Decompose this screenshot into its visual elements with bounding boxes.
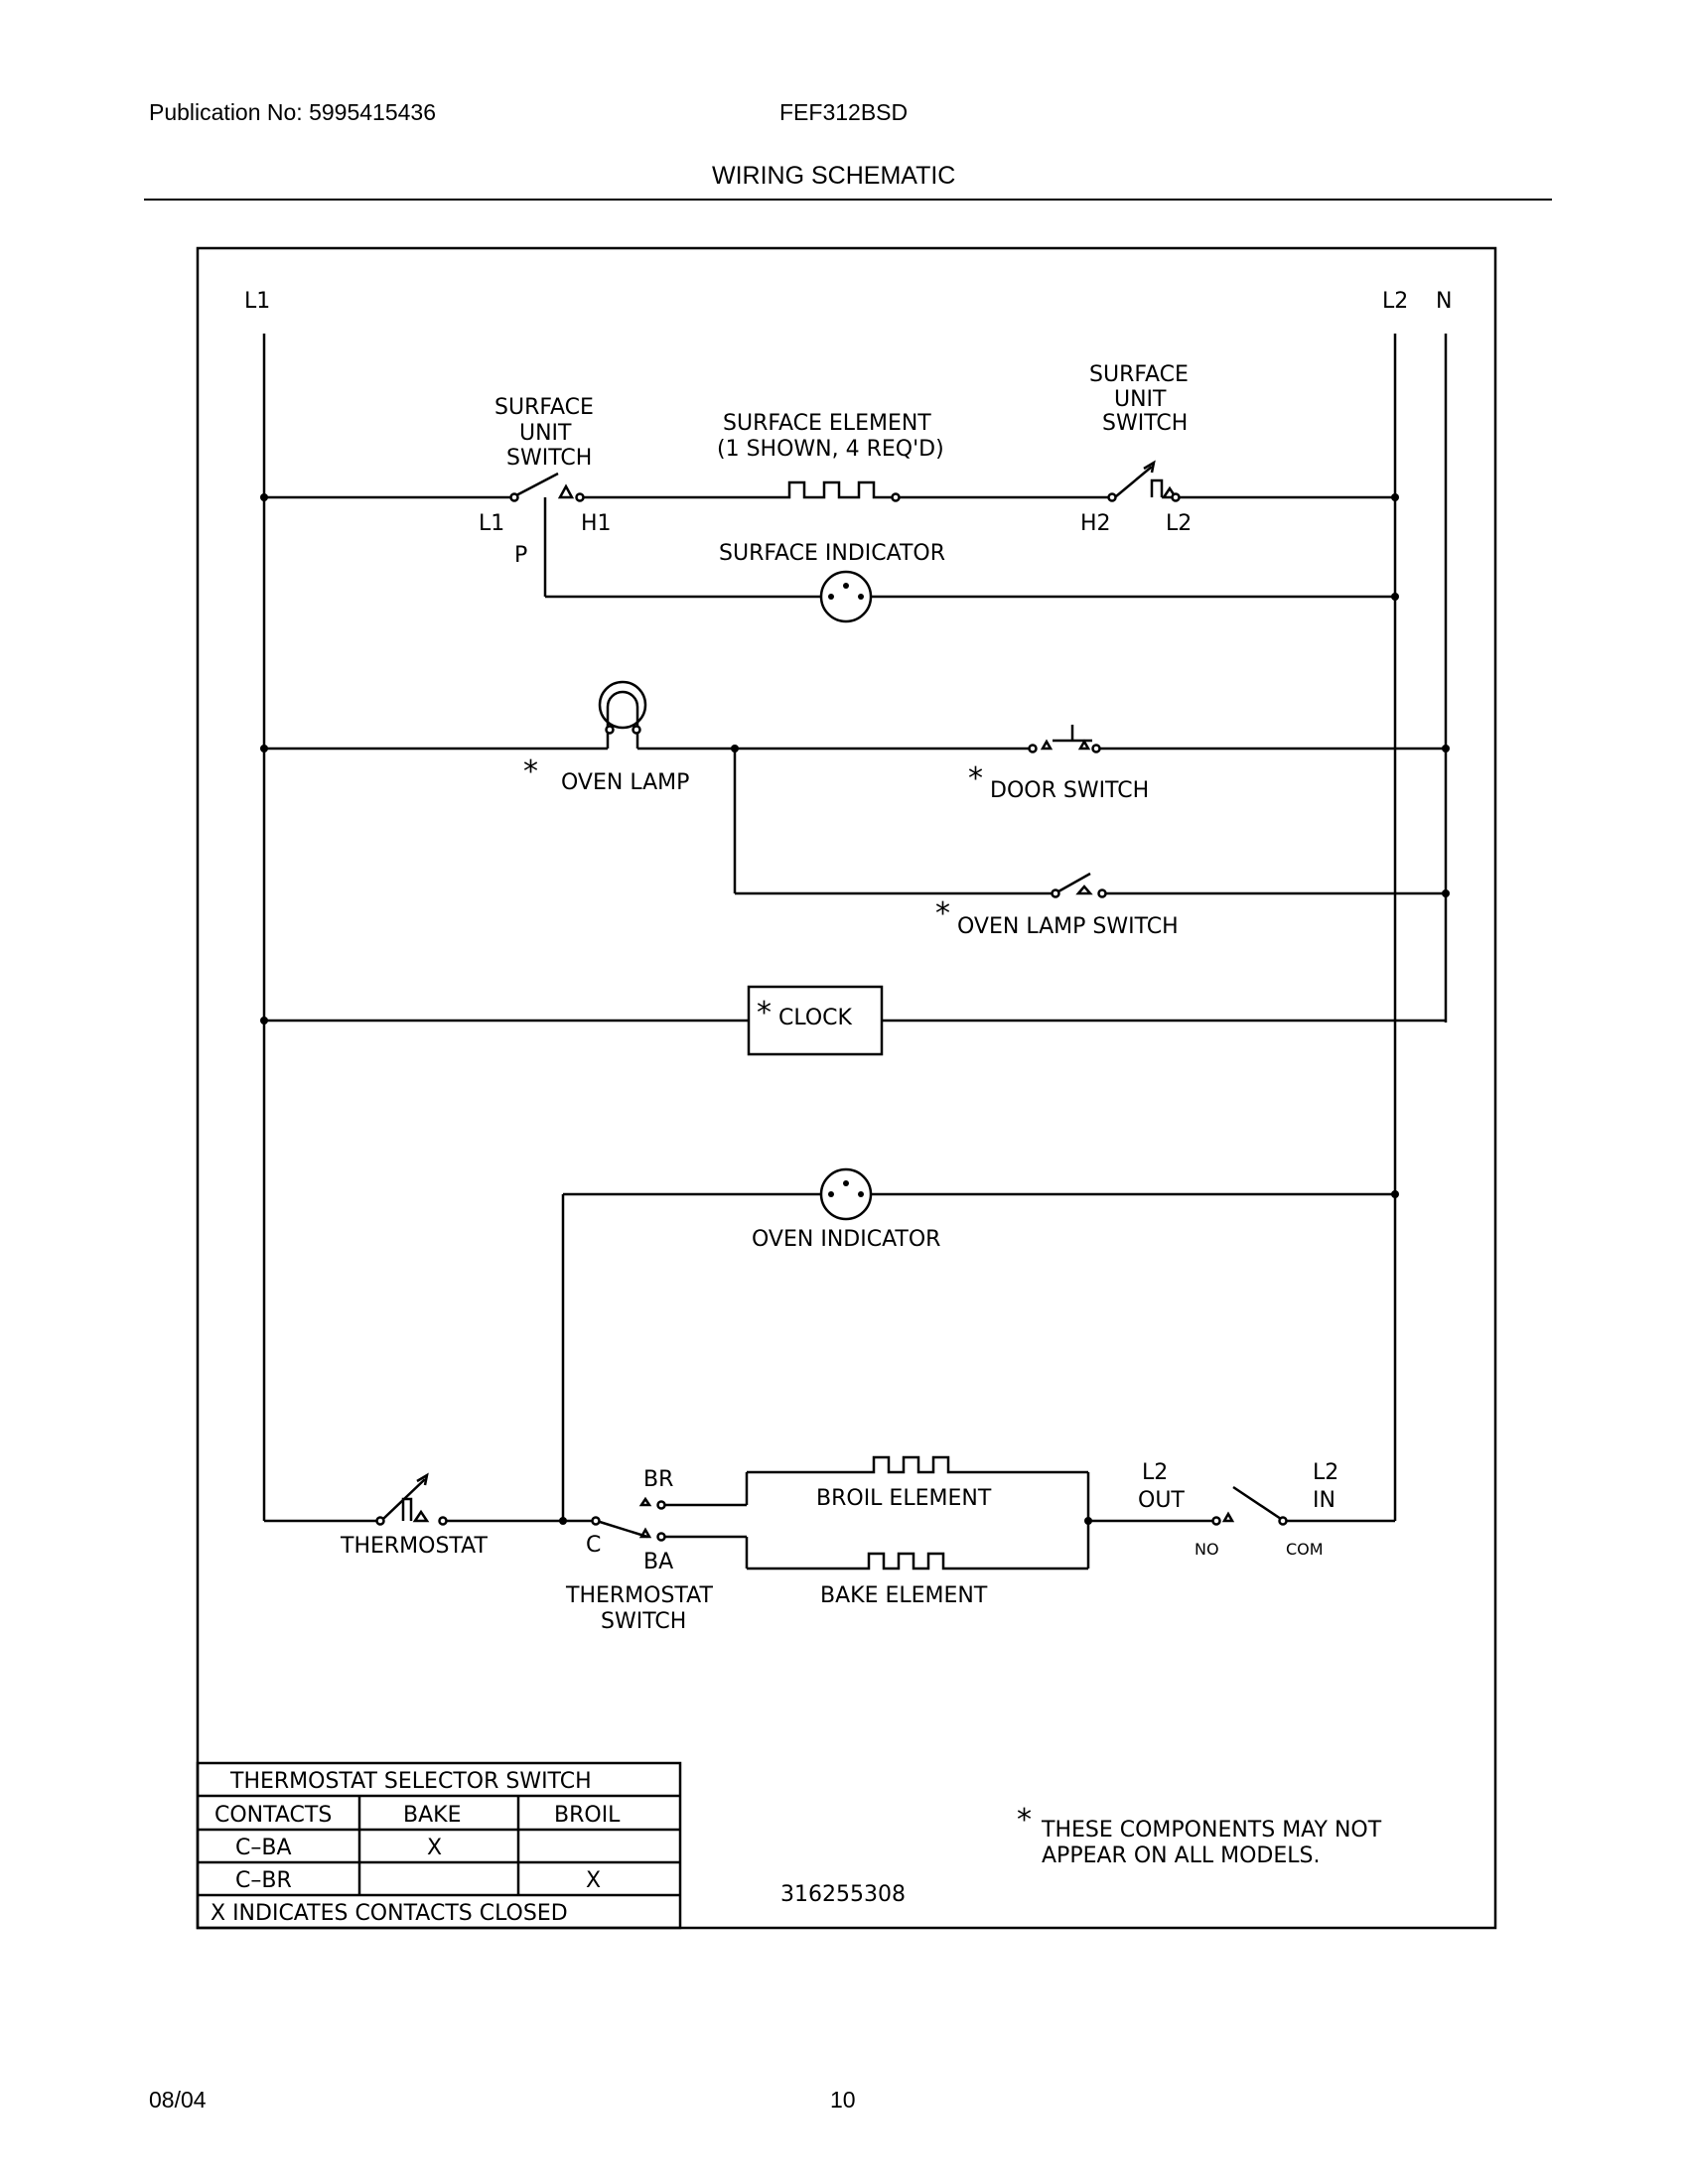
surface-switch-right-symbol — [1115, 460, 1179, 499]
surface-element-label-1: SURFACE ELEMENT — [723, 411, 931, 436]
clock-label: CLOCK — [778, 1006, 853, 1030]
surface-element-label-2: (1 SHOWN, 4 REQ'D) — [717, 437, 944, 462]
selector-row2-broil: X — [586, 1868, 601, 1893]
surface-switch-right-label-1: SURFACE — [1089, 362, 1189, 387]
terminal-ba: BA — [643, 1550, 673, 1574]
part-number: 316255308 — [780, 1882, 906, 1907]
relay-l2-out-label-2: OUT — [1138, 1488, 1185, 1513]
surface-switch-right-label-2: UNIT — [1114, 387, 1167, 412]
thermostat-switch-label-2: SWITCH — [601, 1609, 686, 1634]
selector-row1-contacts: C–BA — [235, 1836, 292, 1860]
footer-date: 08/04 — [149, 2087, 207, 2113]
relay-blade — [1232, 1485, 1282, 1521]
terminal-h2: H2 — [1080, 511, 1111, 536]
relay-l2-in-label-2: IN — [1313, 1488, 1336, 1513]
clock-asterisk: * — [757, 996, 772, 1030]
bake-element-heater — [854, 1552, 958, 1570]
clock-circuit — [260, 985, 1446, 1056]
line-l1-label: L1 — [244, 289, 270, 314]
selector-row2-contacts: C–BR — [235, 1868, 292, 1893]
line-l2-label: L2 — [1382, 289, 1408, 314]
oven-lamp-switch-label: OVEN LAMP SWITCH — [957, 914, 1179, 939]
terminal-p: P — [514, 543, 527, 568]
oven-indicator-lamp — [819, 1167, 873, 1221]
page-number: 10 — [830, 2087, 856, 2113]
note-line-2: APPEAR ON ALL MODELS. — [1042, 1843, 1321, 1868]
bake-broil-circuit — [264, 1455, 1395, 1570]
relay-l2-in-label-1: L2 — [1313, 1460, 1338, 1485]
schematic-frame — [196, 246, 1497, 1930]
publication-number: Publication No: 5995415436 — [149, 99, 437, 125]
line-n-label: N — [1436, 289, 1452, 314]
surface-element-heater — [774, 480, 894, 499]
relay-com-label: COM — [1286, 1540, 1324, 1559]
door-switch-label: DOOR SWITCH — [990, 778, 1149, 803]
surface-switch-left-label-3: SWITCH — [506, 446, 592, 471]
oven-indicator-circuit — [561, 1167, 1399, 1521]
terminal-l2: L2 — [1166, 511, 1192, 536]
note-asterisk: * — [1017, 1803, 1032, 1838]
surface-switch-right-label-3: SWITCH — [1102, 411, 1188, 436]
oven-lamp-circuit — [260, 680, 1450, 898]
oven-lamp-switch-asterisk: * — [935, 896, 950, 931]
selector-header-contacts: CONTACTS — [214, 1803, 332, 1828]
oven-lamp-label: OVEN LAMP — [561, 770, 689, 795]
surface-indicator-lamp — [819, 570, 873, 623]
oven-lamp-asterisk: * — [523, 754, 538, 789]
selector-header-broil: BROIL — [554, 1803, 621, 1828]
thermostat-switch-label-1: THERMOSTAT — [565, 1583, 714, 1608]
page-title: WIRING SCHEMATIC — [712, 162, 956, 190]
terminal-l1: L1 — [479, 511, 504, 536]
selector-header-bake: BAKE — [403, 1803, 461, 1828]
note-line-1: THESE COMPONENTS MAY NOT — [1041, 1818, 1382, 1843]
thermostat-label: THERMOSTAT — [340, 1534, 489, 1559]
oven-indicator-label: OVEN INDICATOR — [752, 1227, 940, 1252]
surface-indicator-label: SURFACE INDICATOR — [719, 541, 945, 566]
oven-lamp-bulb — [598, 680, 647, 749]
surface-switch-left-label-2: UNIT — [519, 421, 572, 446]
selector-table — [196, 1761, 682, 1930]
model-number: FEF312BSD — [779, 99, 909, 125]
terminal-c: C — [586, 1533, 601, 1558]
relay-no-label: NO — [1195, 1540, 1219, 1559]
door-switch-asterisk: * — [968, 761, 983, 796]
terminal-br: BR — [643, 1467, 673, 1492]
header-rule — [144, 199, 1552, 201]
bake-element-label: BAKE ELEMENT — [820, 1583, 988, 1608]
thermostat-symbol — [382, 1472, 430, 1523]
surface-switch-left-label-1: SURFACE — [494, 395, 594, 420]
selector-row1-bake: X — [427, 1836, 442, 1860]
terminal-h1: H1 — [581, 511, 612, 536]
selector-table-footer: X INDICATES CONTACTS CLOSED — [211, 1901, 568, 1926]
broil-element-label: BROIL ELEMENT — [816, 1486, 992, 1511]
surface-circuit — [260, 460, 1399, 623]
relay-l2-out-label-1: L2 — [1142, 1460, 1168, 1485]
selector-table-title: THERMOSTAT SELECTOR SWITCH — [229, 1769, 592, 1794]
door-switch-symbol — [1040, 725, 1092, 751]
broil-element-heater — [854, 1455, 968, 1474]
